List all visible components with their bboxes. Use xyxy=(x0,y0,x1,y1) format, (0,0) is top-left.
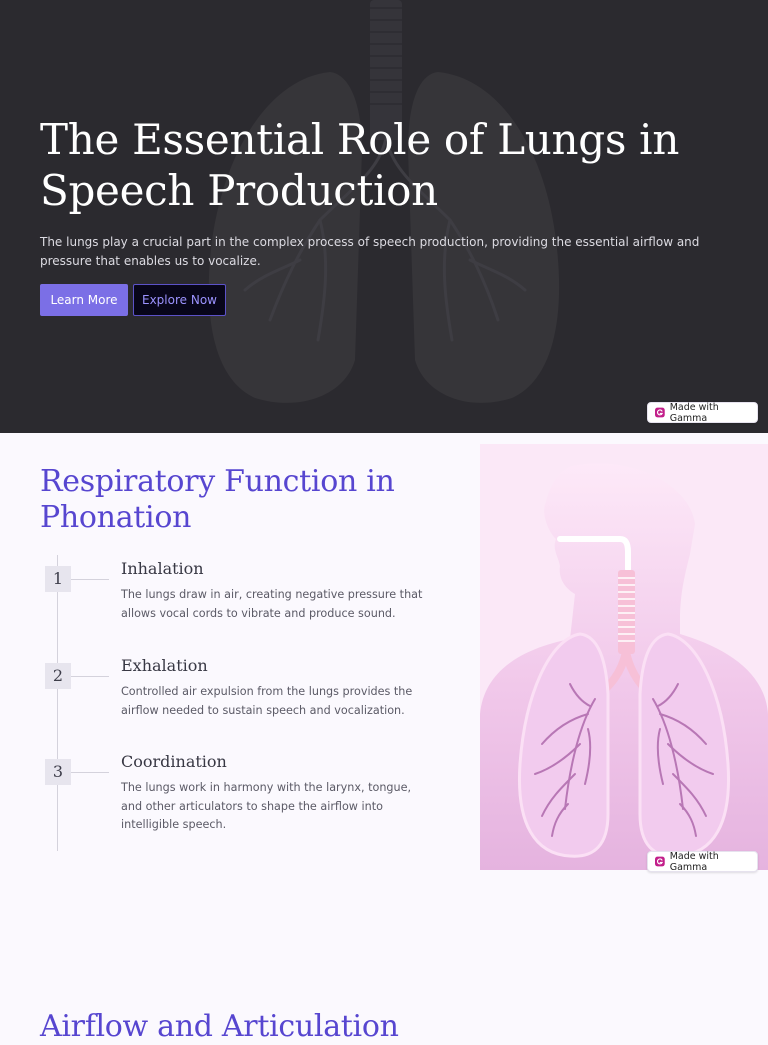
learn-more-button[interactable]: Learn More xyxy=(40,284,128,316)
lungs-background-illustration xyxy=(208,0,560,403)
step-connector xyxy=(71,676,109,677)
step-connector xyxy=(71,772,109,773)
gamma-logo-icon xyxy=(655,856,665,867)
hero-title: The Essential Role of Lungs in Speech Pr… xyxy=(40,115,680,215)
made-with-gamma-badge[interactable]: Made with Gamma xyxy=(647,850,758,873)
hero-description: The lungs play a crucial part in the com… xyxy=(40,235,700,268)
badge-label: Made with Gamma xyxy=(669,401,719,424)
gamma-logo-icon xyxy=(655,407,665,418)
step-description: The lungs work in harmony with the laryn… xyxy=(121,781,412,832)
step-number: 1 xyxy=(45,566,71,592)
step-number: 2 xyxy=(45,663,71,689)
step-title: Inhalation xyxy=(121,559,204,578)
step-description: Controlled air expulsion from the lungs … xyxy=(121,685,413,717)
respiratory-illustration xyxy=(480,444,768,870)
step-description: The lungs draw in air, creating negative… xyxy=(121,588,423,620)
section-title: Respiratory Function in Phonation xyxy=(40,464,395,535)
badge-label: Made with Gamma xyxy=(669,850,719,873)
timeline-line xyxy=(57,555,58,851)
step-title: Exhalation xyxy=(121,656,208,675)
hero-section: The Essential Role of Lungs in Speech Pr… xyxy=(0,0,768,433)
step-title: Coordination xyxy=(121,752,227,771)
step-connector xyxy=(71,579,109,580)
respiratory-function-section: Respiratory Function in Phonation 1 Inha… xyxy=(0,433,768,1044)
next-section-title: Airflow and Articulation xyxy=(40,1009,399,1044)
explore-now-button[interactable]: Explore Now xyxy=(133,284,226,316)
made-with-gamma-badge[interactable]: Made with Gamma xyxy=(647,401,758,424)
step-number: 3 xyxy=(45,759,71,785)
